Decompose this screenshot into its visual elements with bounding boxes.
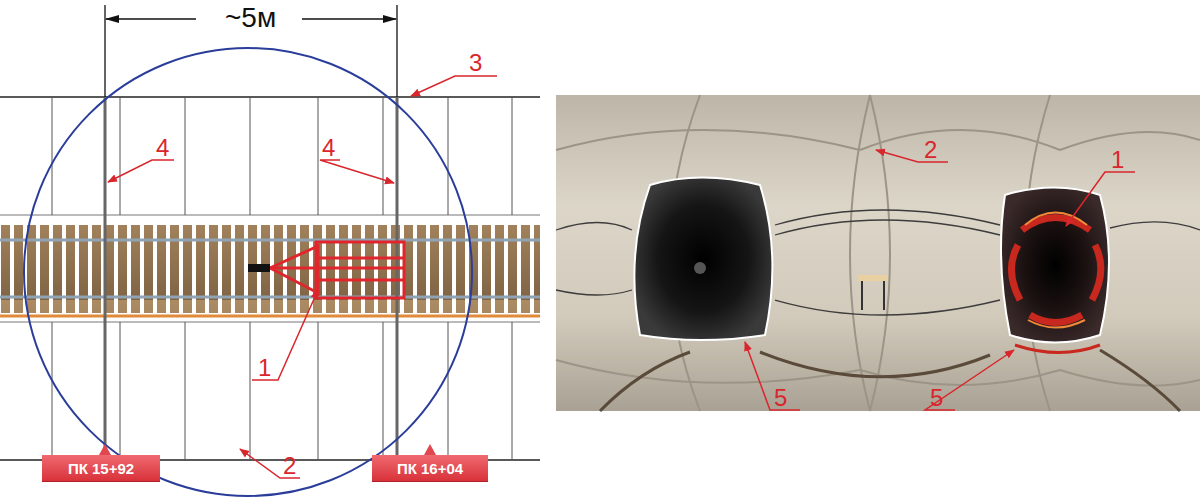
callout-number: 1 <box>258 356 271 380</box>
station-marker-text: ПК 15+92 <box>68 460 134 477</box>
station-marker-flag: ПК 16+04 <box>372 455 488 482</box>
callout-number: 5 <box>774 386 787 410</box>
callout-number: 1 <box>1111 148 1124 172</box>
callout-number: 3 <box>469 51 482 75</box>
callout-number: 2 <box>924 138 937 162</box>
callout-number: 4 <box>322 136 335 160</box>
dimension-label: ~5м <box>221 4 280 32</box>
callout-number: 4 <box>156 136 169 160</box>
station-marker-flag: ПК 15+92 <box>42 455 160 482</box>
callout-number: 2 <box>283 454 296 478</box>
callout-number: 5 <box>930 386 943 410</box>
station-marker-text: ПК 16+04 <box>397 460 463 477</box>
